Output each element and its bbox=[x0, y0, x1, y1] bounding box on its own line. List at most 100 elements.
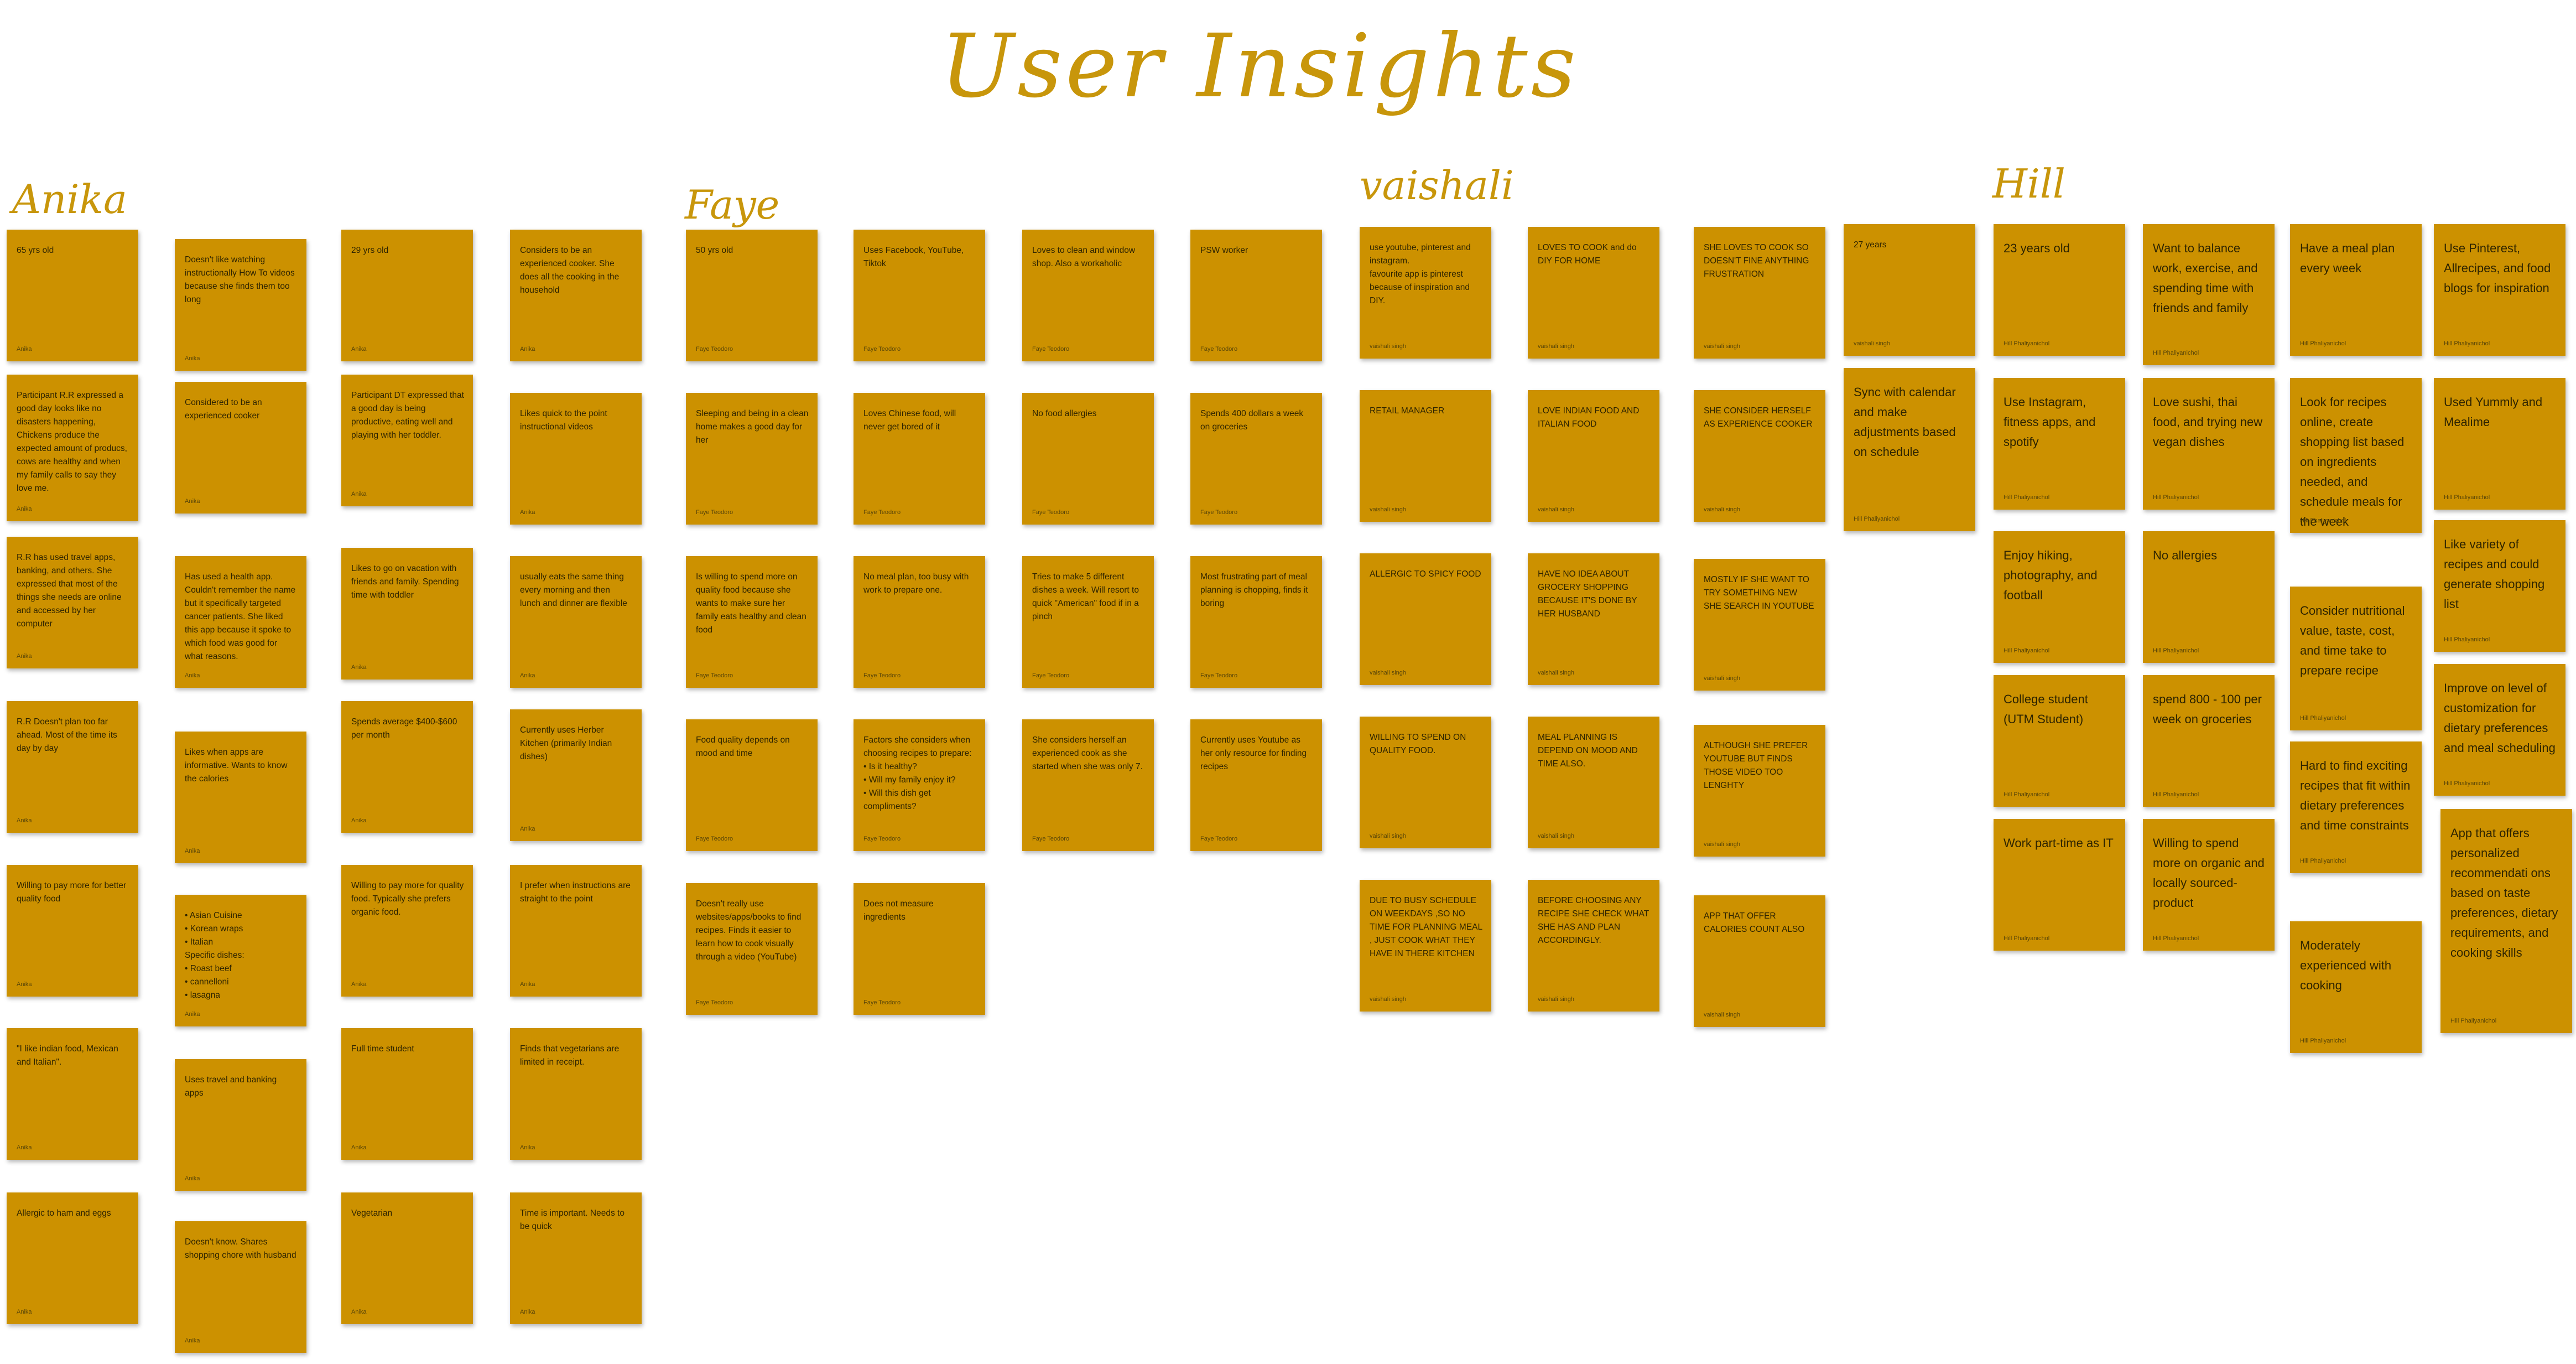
sticky-note-author: Anika bbox=[185, 1337, 200, 1344]
sticky-note[interactable]: MOSTLY IF SHE WANT TO TRY SOMETHING NEW … bbox=[1694, 559, 1825, 691]
sticky-note[interactable]: Love sushi, thai food, and trying new ve… bbox=[2143, 378, 2275, 510]
sticky-note-text: HAVE NO IDEA ABOUT GROCERY SHOPPING BECA… bbox=[1538, 569, 1637, 619]
sticky-note-text: RETAIL MANAGER bbox=[1370, 406, 1445, 416]
sticky-note-text: WILLING TO SPEND ON QUALITY FOOD. bbox=[1370, 733, 1466, 755]
sticky-note[interactable]: Currently uses Youtube as her only resou… bbox=[1190, 719, 1322, 851]
sticky-note[interactable]: "I like indian food, Mexican and Italian… bbox=[7, 1028, 138, 1160]
sticky-note[interactable]: I prefer when instructions are straight … bbox=[510, 865, 642, 997]
sticky-note[interactable]: Use Pinterest, Allrecipes, and food blog… bbox=[2434, 224, 2565, 356]
sticky-note[interactable]: Improve on level of customization for di… bbox=[2434, 664, 2565, 796]
sticky-note[interactable]: Like variety of recipes and could genera… bbox=[2434, 520, 2565, 652]
sticky-note[interactable]: App that offers personalized recommendat… bbox=[2440, 809, 2572, 1033]
sticky-note[interactable]: Want to balance work, exercise, and spen… bbox=[2143, 224, 2275, 365]
sticky-note[interactable]: Participant R.R expressed a good day loo… bbox=[7, 375, 138, 521]
sticky-note[interactable]: Willing to spend more on organic and loc… bbox=[2143, 819, 2275, 951]
sticky-note[interactable]: Likes quick to the point instructional v… bbox=[510, 393, 642, 525]
sticky-note[interactable]: She considers herself an experienced coo… bbox=[1022, 719, 1154, 851]
sticky-note-author: Anika bbox=[17, 653, 32, 660]
sticky-note-text: Willing to spend more on organic and loc… bbox=[2153, 836, 2265, 910]
sticky-note[interactable]: Doesn't really use websites/apps/books t… bbox=[686, 883, 818, 1015]
sticky-note[interactable]: DUE TO BUSY SCHEDULE ON WEEKDAYS ,SO NO … bbox=[1360, 880, 1491, 1012]
sticky-note[interactable]: Willing to pay more for quality food. Ty… bbox=[341, 865, 473, 997]
sticky-note[interactable]: Most frustrating part of meal planning i… bbox=[1190, 556, 1322, 688]
sticky-note[interactable]: Use Instagram, fitness apps, and spotify… bbox=[1994, 378, 2125, 510]
sticky-note[interactable]: MEAL PLANNING IS DEPEND ON MOOD AND TIME… bbox=[1528, 717, 1659, 848]
sticky-note[interactable]: Factors she considers when choosing reci… bbox=[854, 719, 985, 851]
sticky-note-author: vaishali singh bbox=[1704, 1012, 1741, 1018]
sticky-note-text: ALTHOUGH SHE PREFER YOUTUBE BUT FINDS TH… bbox=[1704, 741, 1808, 790]
sticky-note[interactable]: R.R Doesn't plan too far ahead. Most of … bbox=[7, 701, 138, 833]
sticky-note[interactable]: SHE CONSIDER HERSELF AS EXPERIENCE COOKE… bbox=[1694, 390, 1825, 522]
sticky-note[interactable]: WILLING TO SPEND ON QUALITY FOOD.vaishal… bbox=[1360, 717, 1491, 848]
sticky-note[interactable]: Hard to find exciting recipes that fit w… bbox=[2290, 741, 2422, 873]
sticky-note[interactable]: Look for recipes online, create shopping… bbox=[2290, 378, 2422, 533]
sticky-note[interactable]: Loves Chinese food, will never get bored… bbox=[854, 393, 985, 525]
sticky-note[interactable]: Is willing to spend more on quality food… bbox=[686, 556, 818, 688]
sticky-note[interactable]: usually eats the same thing every mornin… bbox=[510, 556, 642, 688]
sticky-note[interactable]: Willing to pay more for better quality f… bbox=[7, 865, 138, 997]
sticky-note[interactable]: ALTHOUGH SHE PREFER YOUTUBE BUT FINDS TH… bbox=[1694, 725, 1825, 857]
sticky-note[interactable]: use youtube, pinterest and instagram. fa… bbox=[1360, 227, 1491, 359]
sticky-note-author: Anika bbox=[17, 981, 32, 988]
sticky-note[interactable]: Likes when apps are informative. Wants t… bbox=[175, 732, 306, 863]
sticky-note[interactable]: Currently uses Herber Kitchen (primarily… bbox=[510, 709, 642, 841]
sticky-note[interactable]: Tries to make 5 different dishes a week.… bbox=[1022, 556, 1154, 688]
sticky-note-text: She considers herself an experienced coo… bbox=[1032, 735, 1143, 771]
sticky-note[interactable]: Has used a health app. Couldn't remember… bbox=[175, 556, 306, 688]
sticky-note-author: Hill Phaliyanichol bbox=[2153, 494, 2199, 501]
sticky-note[interactable]: Likes to go on vacation with friends and… bbox=[341, 548, 473, 680]
sticky-note-text: Uses travel and banking apps bbox=[185, 1075, 277, 1098]
sticky-note[interactable]: No meal plan, too busy with work to prep… bbox=[854, 556, 985, 688]
sticky-note[interactable]: BEFORE CHOOSING ANY RECIPE SHE CHECK WHA… bbox=[1528, 880, 1659, 1012]
sticky-note[interactable]: Sleeping and being in a clean home makes… bbox=[686, 393, 818, 525]
sticky-note[interactable]: R.R has used travel apps, banking, and o… bbox=[7, 537, 138, 668]
sticky-note[interactable]: Participant DT expressed that a good day… bbox=[341, 375, 473, 506]
sticky-note-author: Faye Teodoro bbox=[696, 836, 733, 842]
sticky-note[interactable]: Considers to be an experienced cooker. S… bbox=[510, 230, 642, 361]
sticky-note[interactable]: Finds that vegetarians are limited in re… bbox=[510, 1028, 642, 1160]
sticky-note[interactable]: Doesn't like watching instructionally Ho… bbox=[175, 239, 306, 371]
sticky-note[interactable]: SHE LOVES TO COOK SO DOESN'T FINE ANYTHI… bbox=[1694, 227, 1825, 359]
sticky-note-author: Anika bbox=[351, 817, 367, 824]
sticky-note[interactable]: College student (UTM Student)Hill Phaliy… bbox=[1994, 675, 2125, 807]
sticky-note[interactable]: • Asian Cuisine • Korean wraps • Italian… bbox=[175, 895, 306, 1026]
sticky-note-text: Finds that vegetarians are limited in re… bbox=[520, 1044, 620, 1067]
sticky-note[interactable]: Consider nutritional value, taste, cost,… bbox=[2290, 587, 2422, 730]
sticky-note[interactable]: Sync with calendar and make adjustments … bbox=[1844, 368, 1975, 531]
sticky-note[interactable]: Doesn't know. Shares shopping chore with… bbox=[175, 1221, 306, 1353]
sticky-note[interactable]: Loves to clean and window shop. Also a w… bbox=[1022, 230, 1154, 361]
sticky-note[interactable]: HAVE NO IDEA ABOUT GROCERY SHOPPING BECA… bbox=[1528, 553, 1659, 685]
sticky-note-text: Have a meal plan every week bbox=[2300, 241, 2395, 275]
